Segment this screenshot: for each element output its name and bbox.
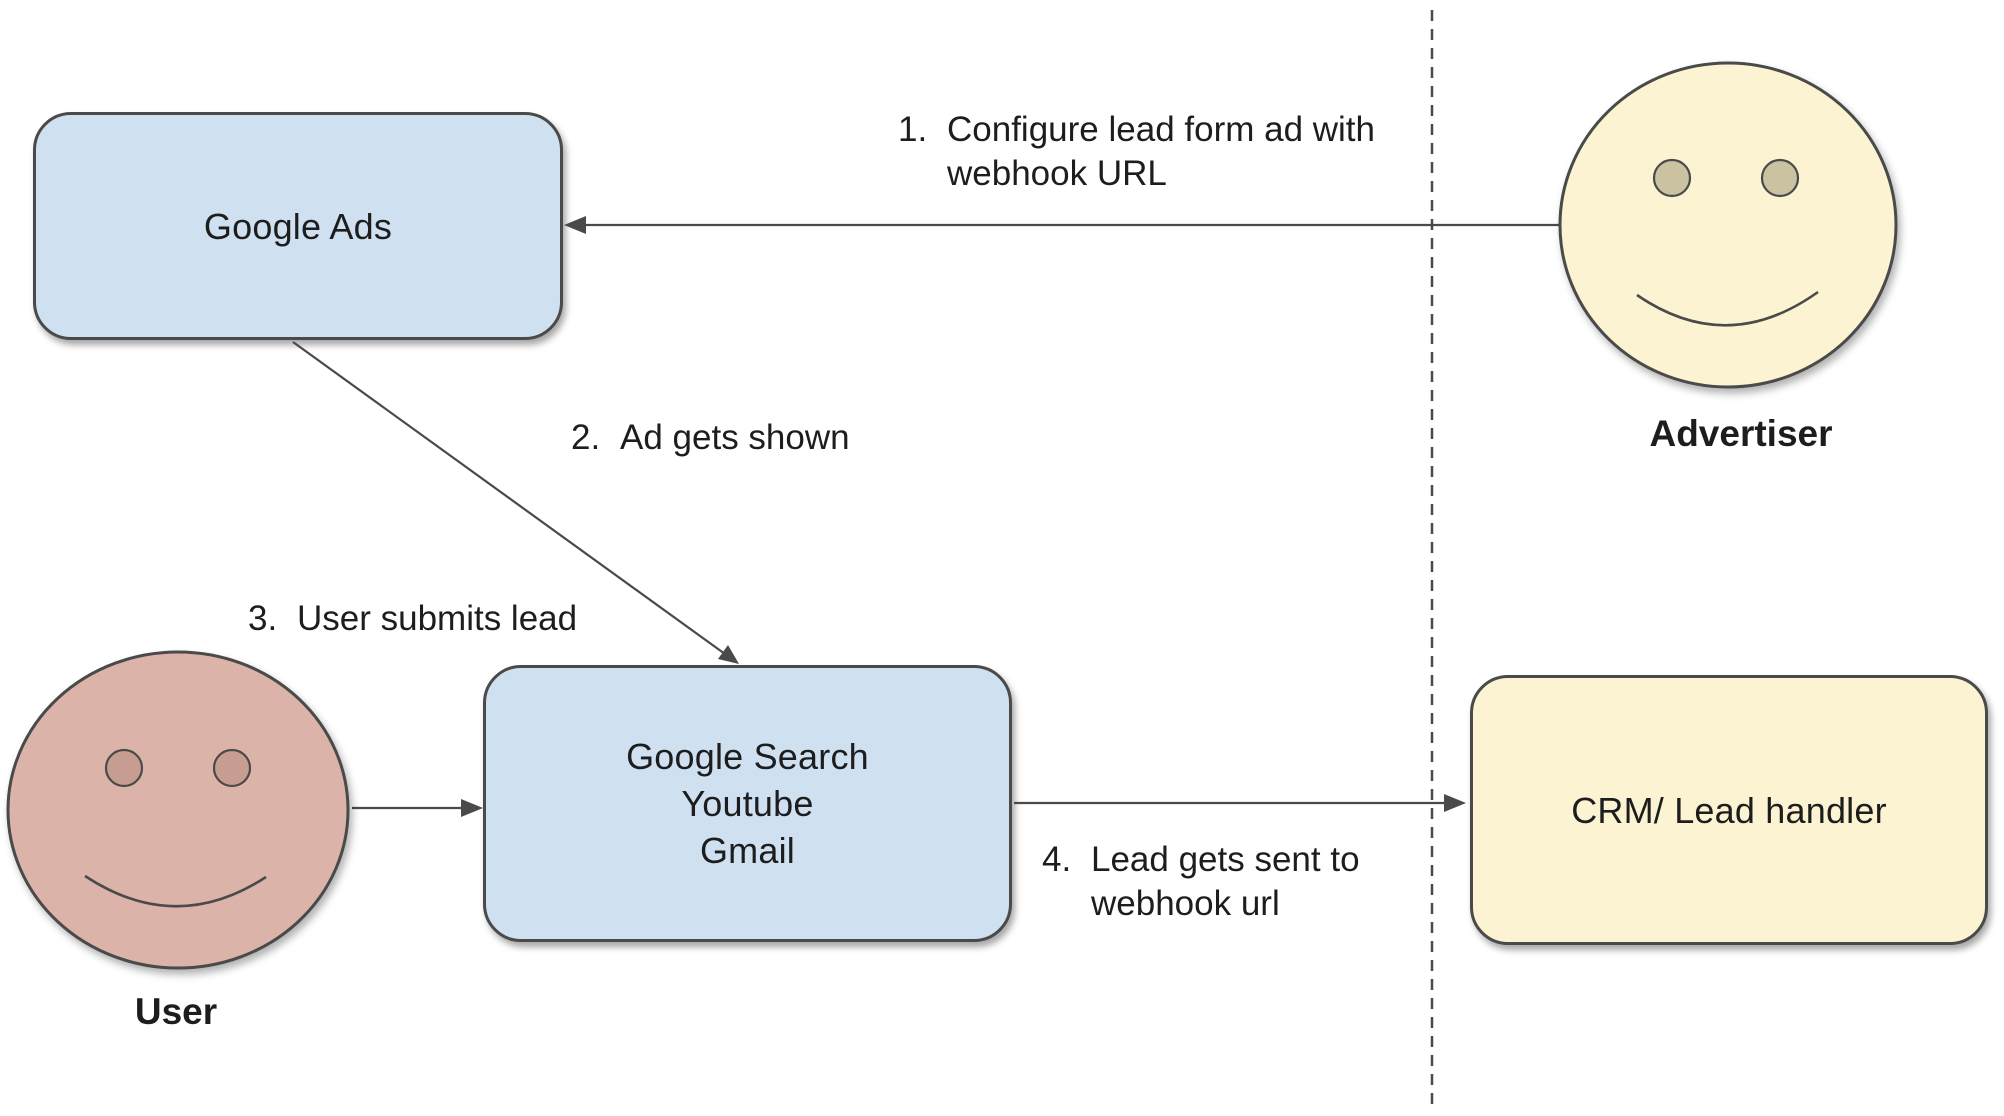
crm-lead-handler-label: CRM/ Lead handler (1571, 789, 1887, 831)
advertiser-eye-icon (1760, 158, 1800, 198)
arrow-user-submits-lead (352, 799, 483, 817)
advertiser-label: Advertiser (1649, 413, 1833, 454)
step-4-line-1: Lead gets sent to (1091, 840, 1360, 879)
step-1-line-2: webhook URL (947, 154, 1167, 193)
step-4-label: 4. Lead gets sent to webhook url (1042, 838, 1360, 926)
step-2-number: 2. (571, 418, 601, 457)
arrow-lead-sent-to-webhook (1014, 794, 1466, 812)
user-label: User (134, 991, 218, 1032)
advertiser-eye-icon (1652, 158, 1692, 198)
step-1-line-1: Configure lead form ad with (947, 110, 1375, 149)
step-1-label: 1. Configure lead form ad with webhook U… (898, 108, 1375, 196)
user-smile-icon (84, 874, 267, 908)
google-ads-box: Google Ads (33, 112, 563, 340)
arrowhead-left-icon (564, 216, 586, 234)
google-surfaces-line-2: Youtube (681, 783, 814, 824)
step-3-number: 3. (248, 599, 278, 638)
user-face-icon (6, 650, 350, 970)
google-surfaces-line-1: Google Search (626, 736, 869, 777)
step-4-number: 4. (1042, 840, 1072, 879)
google-surfaces-label: Google Search Youtube Gmail (626, 733, 869, 874)
arrowhead-right-icon (461, 799, 483, 817)
step-3-label: 3. User submits lead (248, 597, 577, 641)
step-1-number: 1. (898, 110, 928, 149)
user-eye-icon (212, 748, 252, 788)
step-2-line-1: Ad gets shown (620, 418, 850, 457)
advertiser-face-icon (1558, 61, 1898, 389)
step-3-line-1: User submits lead (297, 599, 578, 638)
arrowhead-right-icon (1444, 794, 1466, 812)
arrowhead-diagonal-icon (718, 645, 739, 664)
google-surfaces-box: Google Search Youtube Gmail (483, 665, 1012, 942)
arrow-configure-lead-form (564, 216, 1560, 234)
google-surfaces-line-3: Gmail (699, 830, 795, 871)
crm-lead-handler-box: CRM/ Lead handler (1470, 675, 1988, 945)
step-2-label: 2. Ad gets shown (571, 416, 850, 460)
step-4-line-2: webhook url (1091, 884, 1280, 923)
advertiser-smile-icon (1636, 290, 1819, 327)
google-ads-label: Google Ads (203, 205, 393, 247)
user-eye-icon (104, 748, 144, 788)
